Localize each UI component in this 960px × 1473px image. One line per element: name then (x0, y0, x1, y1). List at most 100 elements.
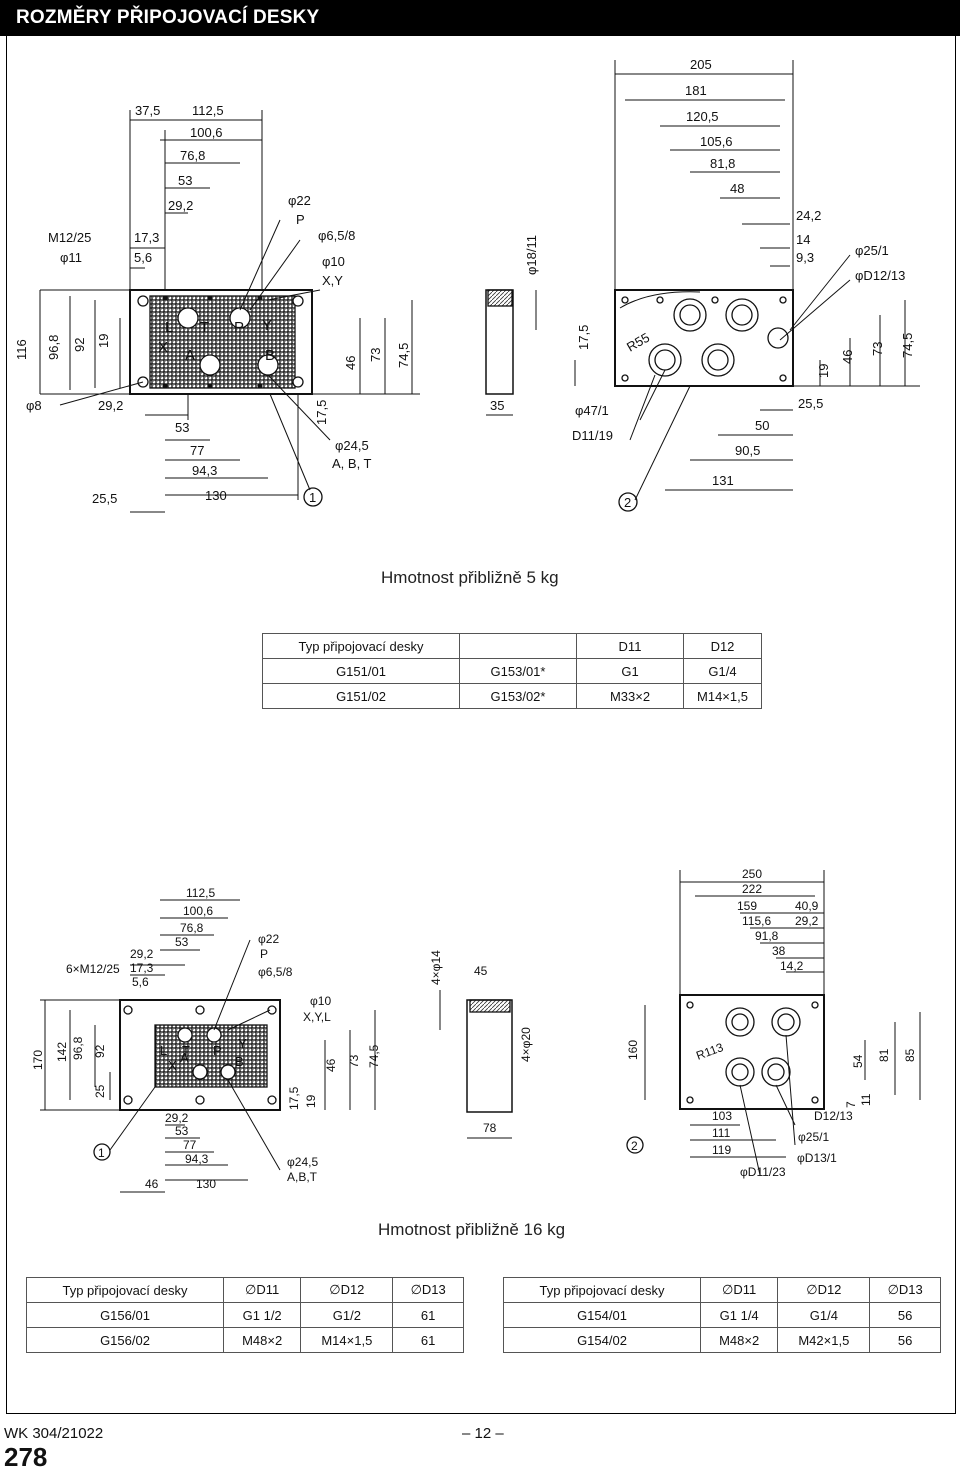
page-center-number: – 12 – (462, 1425, 504, 1442)
svg-text:X: X (168, 1058, 177, 1073)
page-number: 278 (4, 1442, 48, 1472)
table-cell: G156/01 (26, 1302, 224, 1328)
header-bar: ROZMĚRY PŘIPOJOVACÍ DESKY (0, 0, 960, 36)
svg-text:112,5: 112,5 (186, 886, 215, 900)
svg-text:19: 19 (816, 364, 831, 378)
table-cell: G1/4 (777, 1302, 871, 1328)
table-row: G151/02 G153/02* M33×2 M14×1,5 (262, 683, 762, 709)
svg-text:46: 46 (324, 1058, 338, 1072)
svg-text:92: 92 (93, 1044, 107, 1058)
svg-text:25,5: 25,5 (798, 396, 823, 411)
svg-text:112,5: 112,5 (192, 103, 224, 118)
svg-text:L: L (160, 1043, 167, 1058)
svg-text:φ10: φ10 (322, 254, 345, 269)
side-view-bottom (439, 990, 513, 1139)
svg-text:P: P (213, 1043, 222, 1058)
svg-text:46: 46 (840, 350, 855, 364)
svg-text:46: 46 (145, 1177, 159, 1191)
table-cell: G156/02 (26, 1327, 224, 1353)
page-title: ROZMĚRY PŘIPOJOVACÍ DESKY (16, 7, 320, 28)
svg-text:131: 131 (712, 473, 734, 488)
table-cell: G1 1/4 (699, 1302, 779, 1328)
table-cell: M14×1,5 (683, 683, 762, 709)
table-row: G156/01 G1 1/2 G1/2 61 (26, 1302, 464, 1328)
svg-text:37,5: 37,5 (135, 103, 160, 118)
svg-text:Y: Y (238, 1036, 247, 1051)
svg-text:17,3: 17,3 (130, 961, 154, 975)
table-cell: G154/02 (503, 1327, 701, 1353)
svg-text:100,6: 100,6 (190, 125, 223, 140)
svg-text:119: 119 (712, 1143, 731, 1157)
svg-text:5,6: 5,6 (134, 250, 152, 265)
svg-text:74,5: 74,5 (396, 343, 411, 368)
svg-text:74,5: 74,5 (367, 1044, 381, 1068)
svg-text:19: 19 (96, 334, 111, 348)
svg-text:100,6: 100,6 (183, 904, 213, 918)
svg-text:φ22: φ22 (288, 193, 311, 208)
svg-text:48: 48 (730, 181, 744, 196)
svg-text:17,5: 17,5 (576, 325, 591, 350)
svg-text:53: 53 (175, 1124, 189, 1138)
svg-text:73: 73 (870, 342, 885, 356)
svg-text:φ6,5/8: φ6,5/8 (258, 965, 293, 979)
table-row: Typ připojovací desky D11 D12 D13 (26, 1277, 464, 1303)
svg-text:115,6: 115,6 (742, 914, 771, 928)
svg-text:5,6: 5,6 (132, 975, 149, 989)
svg-text:φ6,5/8: φ6,5/8 (318, 228, 355, 243)
svg-text:19: 19 (304, 1094, 318, 1108)
table-cell: M42×1,5 (777, 1327, 871, 1353)
svg-text:25,5: 25,5 (92, 491, 117, 506)
svg-text:205: 205 (690, 57, 712, 72)
svg-text:74,5: 74,5 (900, 333, 915, 358)
table-cell: M48×2 (222, 1327, 302, 1353)
svg-text:35: 35 (490, 398, 504, 413)
svg-text:2: 2 (624, 495, 631, 510)
svg-text:170: 170 (31, 1050, 45, 1070)
svg-text:90,5: 90,5 (735, 443, 760, 458)
table-cell: G154/01 (503, 1302, 701, 1328)
table-header-cell: D11 (699, 1277, 779, 1303)
svg-text:103: 103 (712, 1109, 732, 1123)
plate-2-top (614, 289, 794, 387)
svg-text:250: 250 (742, 867, 762, 881)
table-cell: Typ připojovací desky (262, 633, 460, 659)
table-cell: 61 (392, 1327, 464, 1353)
svg-text:φD13/1: φD13/1 (797, 1151, 837, 1165)
svg-text:A: A (180, 1050, 189, 1065)
svg-text:2: 2 (631, 1139, 638, 1153)
spec-table-bottom-right: Typ připojovací desky D11 D12 D13 G154/0… (503, 1277, 941, 1353)
table-row: G156/02 M48×2 M14×1,5 61 (26, 1327, 464, 1353)
table-cell: G1/4 (683, 658, 762, 684)
svg-text:45: 45 (474, 964, 488, 978)
table-row: Typ připojovací desky D11 D12 (262, 633, 762, 659)
table-row: G154/01 G1 1/4 G1/4 56 (503, 1302, 941, 1328)
table-header-cell: D12 (300, 1277, 394, 1303)
svg-text:24,2: 24,2 (796, 208, 821, 223)
svg-text:φD12/13: φD12/13 (855, 268, 905, 283)
svg-text:φ24,5: φ24,5 (335, 438, 369, 453)
table-row: G154/02 M48×2 M42×1,5 56 (503, 1327, 941, 1353)
table-cell: G1 (576, 658, 684, 684)
svg-text:φD11/23: φD11/23 (740, 1165, 786, 1179)
svg-text:29,2: 29,2 (168, 198, 193, 213)
svg-text:4×φ20: 4×φ20 (519, 1027, 533, 1062)
table-cell: M48×2 (699, 1327, 779, 1353)
svg-text:130: 130 (205, 488, 227, 503)
svg-text:φ10: φ10 (310, 994, 331, 1008)
svg-text:142: 142 (55, 1042, 69, 1062)
svg-text:A, B, T: A, B, T (332, 456, 372, 471)
svg-text:53: 53 (175, 420, 189, 435)
svg-text:14: 14 (796, 232, 810, 247)
table-cell: 56 (869, 1302, 941, 1328)
svg-text:B: B (235, 1054, 244, 1069)
svg-text:7: 7 (844, 1101, 858, 1108)
svg-text:130: 130 (196, 1177, 216, 1191)
svg-text:91,8: 91,8 (755, 929, 779, 943)
table-cell: G151/02 (262, 683, 460, 709)
table-row: Typ připojovací desky D11 D12 D13 (503, 1277, 941, 1303)
page-frame (6, 36, 956, 1414)
plate-2-bottom (679, 994, 825, 1110)
table-cell: G153/02* (459, 683, 577, 709)
svg-text:78: 78 (483, 1121, 497, 1135)
svg-text:P: P (234, 319, 244, 336)
